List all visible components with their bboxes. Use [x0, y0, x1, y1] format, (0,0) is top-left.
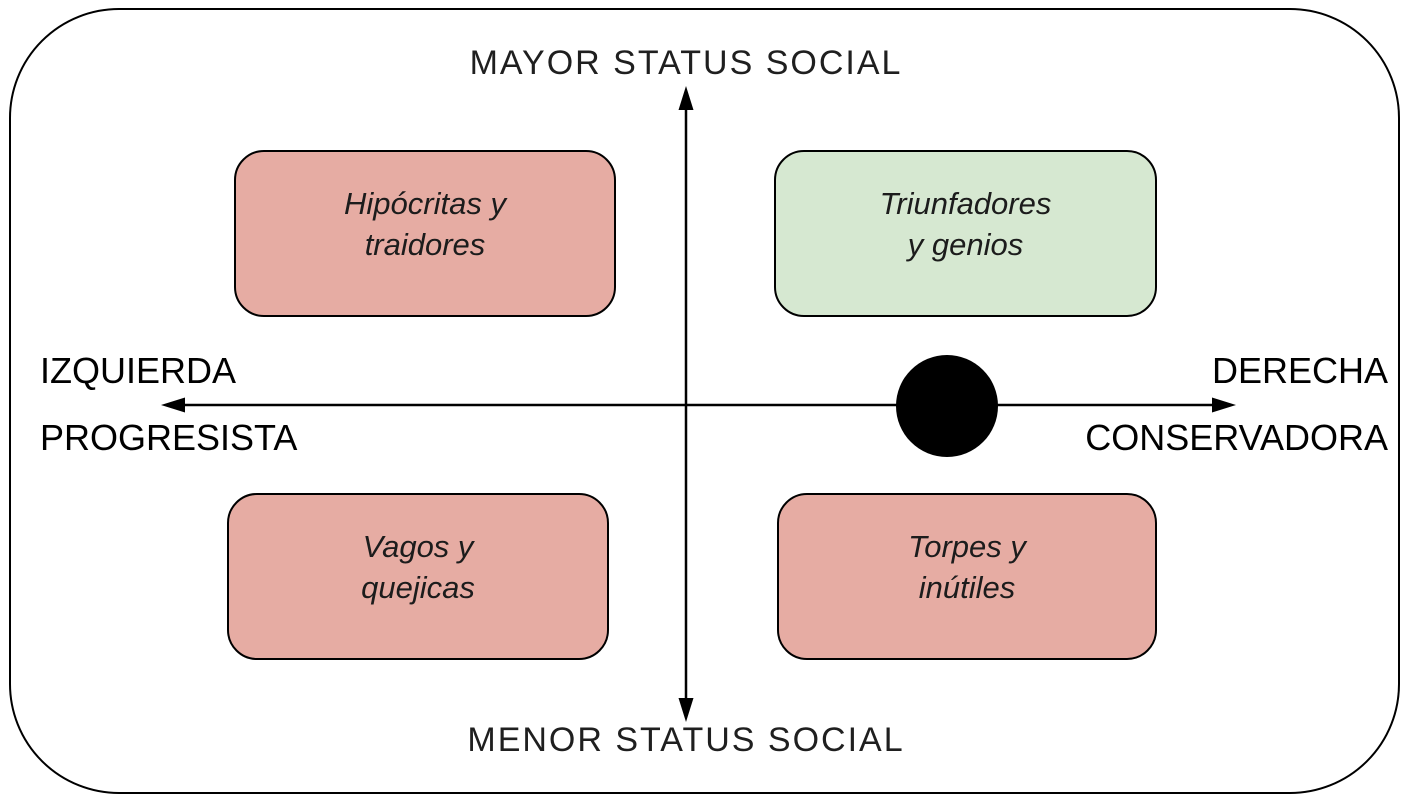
outer-rounded-border [9, 8, 1400, 794]
horizontal-axis-left-label-line2: PROGRESISTA [40, 417, 298, 458]
quadrant-box-top-right: Triunfadores y genios [774, 150, 1157, 317]
quadrant-box-top-left: Hipócritas y traidores [234, 150, 616, 317]
vertical-axis-top-label: MAYOR STATUS SOCIAL [469, 44, 903, 82]
horizontal-axis-right-label-line1: DERECHA [1211, 350, 1388, 391]
horizontal-axis-left-label-line1: IZQUIERDA [40, 350, 237, 391]
quadrant-box-bottom-right: Torpes y inútiles [777, 493, 1157, 660]
vertical-axis-bottom-label: MENOR STATUS SOCIAL [467, 721, 905, 759]
arrow-right-icon [1212, 397, 1236, 413]
arrow-down-icon [678, 698, 694, 722]
marker-dot [896, 355, 998, 457]
horizontal-axis [161, 397, 1236, 413]
horizontal-axis-right-label-line2: CONSERVADORA [1085, 417, 1388, 458]
quadrant-box-bottom-left: Vagos y quejicas [227, 493, 609, 660]
arrow-up-icon [678, 86, 694, 110]
arrow-left-icon [161, 397, 185, 413]
